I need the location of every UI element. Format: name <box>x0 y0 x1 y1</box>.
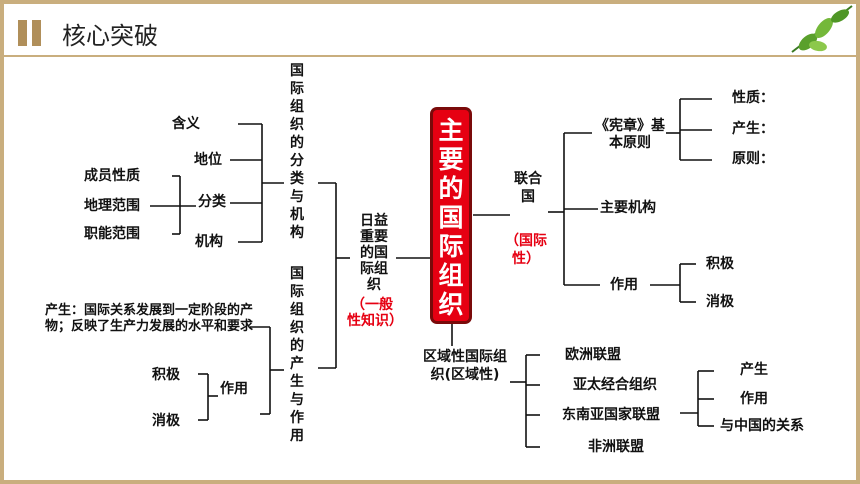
general-knowledge-tag: （一般性知识） <box>347 297 403 329</box>
origin-description: 产生：国际关系发展到一定阶段的产物；反映了生产力发展的水平和要求 <box>44 303 253 334</box>
node-negative-un: 消极 <box>706 294 734 310</box>
node-role-left: 作用 <box>220 381 248 397</box>
node-meaning: 含义 <box>172 116 200 132</box>
node-geo-scope: 地理范围 <box>84 198 140 214</box>
node-regional: 区域性国际组织(区域性) <box>423 349 507 383</box>
node-asean-origin: 产生 <box>740 362 768 378</box>
node-charter: 《宪章》基本原则 <box>595 118 665 151</box>
node-origin: 产生： <box>732 121 774 137</box>
origin-heading: 国际组织的产生与作用 <box>290 266 304 444</box>
node-asean: 东南亚国家联盟 <box>562 407 660 423</box>
node-asean-role: 作用 <box>740 391 768 407</box>
node-nature: 性质： <box>732 90 774 106</box>
node-role-un: 作用 <box>610 277 638 293</box>
node-positive-left: 积极 <box>152 367 180 383</box>
daily-important-node: 日益重要的国际组织 <box>360 213 388 293</box>
leaf-decoration-icon <box>791 5 853 53</box>
node-negative-left: 消极 <box>152 413 180 429</box>
node-main-agency: 主要机构 <box>600 200 656 216</box>
node-category: 分类 <box>198 194 226 210</box>
class-heading: 国际组织的分类与机构 <box>290 63 304 241</box>
node-au: 非洲联盟 <box>588 439 644 455</box>
node-positive-un: 积极 <box>706 256 734 272</box>
node-status: 地位 <box>194 152 222 168</box>
node-principle: 原则： <box>732 151 774 167</box>
node-un: 联合国 <box>514 171 542 205</box>
international-tag: （国际性） <box>505 233 547 267</box>
node-func-scope: 职能范围 <box>84 226 140 242</box>
node-asean-china: 与中国的关系 <box>720 418 804 434</box>
node-agency: 机构 <box>195 234 223 250</box>
node-eu: 欧洲联盟 <box>565 347 621 363</box>
header-divider <box>0 55 860 57</box>
node-apec: 亚太经合组织 <box>573 377 657 393</box>
page-title: 核心突破 <box>62 22 158 50</box>
central-topic-box: 主要的国际组织 <box>433 110 469 321</box>
node-member-nature: 成员性质 <box>84 168 140 184</box>
